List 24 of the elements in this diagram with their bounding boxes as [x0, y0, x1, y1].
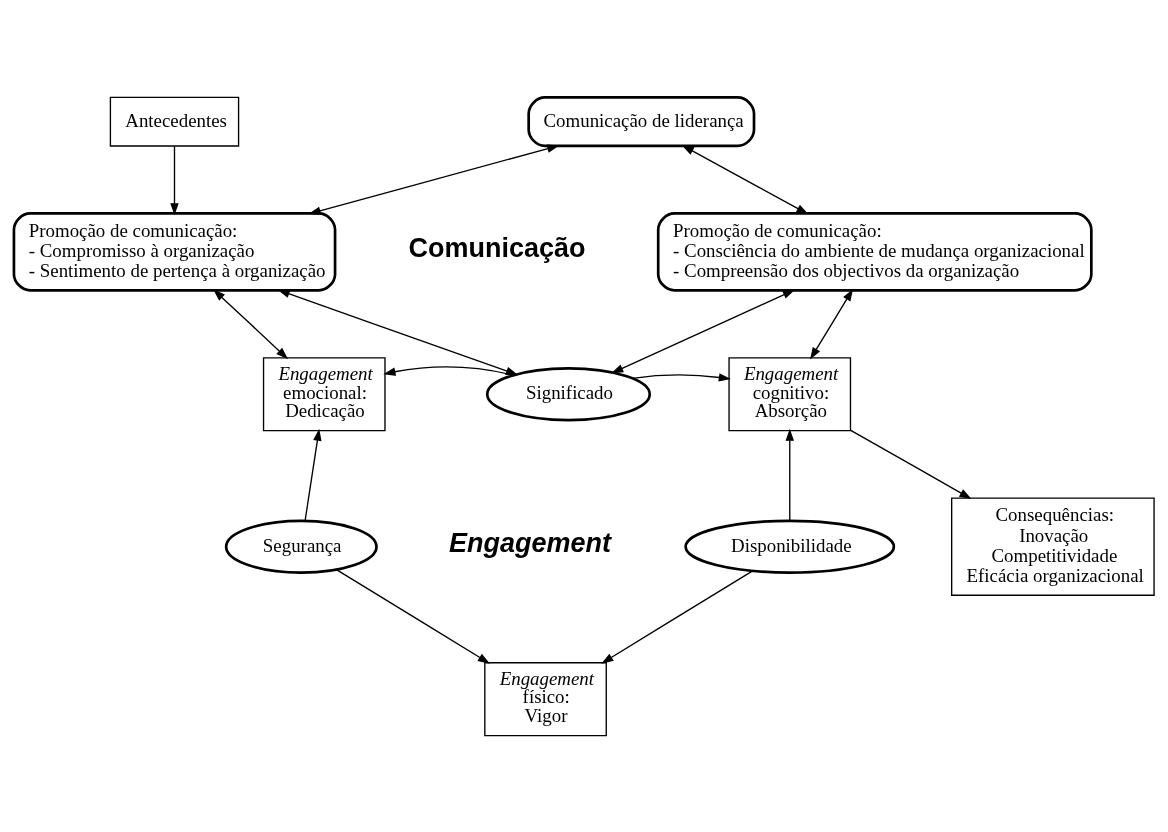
node-box: Consequências: Inovação Competitividade Eficácia organizacional: [951, 496, 1155, 596]
arrow: [785, 428, 795, 521]
arrow: [308, 144, 560, 215]
arrow: [631, 372, 731, 382]
label: Engagement: [449, 527, 611, 558]
arrow: [304, 428, 322, 521]
arrow: [850, 429, 972, 499]
node-box: Engagement emocional: Dedicação: [262, 356, 386, 431]
arrow: [810, 288, 854, 359]
arrow: [611, 289, 795, 373]
node-box: Comunicação de liderança: [527, 95, 756, 147]
arrow: [336, 568, 490, 664]
arrow: [681, 144, 809, 214]
node-box: Engagement cognitivo: Absorção: [728, 356, 852, 431]
label: Comunicação: [408, 232, 586, 263]
node-box: Antecedentes: [109, 96, 240, 147]
arrow: [170, 145, 179, 215]
node-box: Engagement físico: Vigor: [484, 661, 607, 736]
node-box: Promoção de comunicação: - Compromisso à organização - Sentimento de pertença à organização: [12, 211, 337, 292]
node-ellipse: Segurança: [224, 519, 378, 574]
arrow: [213, 288, 289, 359]
node-box: Promoção de comunicação: - Consciência do ambiente de mudança organizacional - Compreensão dos objectivos da organização: [656, 211, 1093, 292]
arrow: [601, 569, 754, 664]
node-ellipse: Disponibilidade: [684, 519, 896, 574]
